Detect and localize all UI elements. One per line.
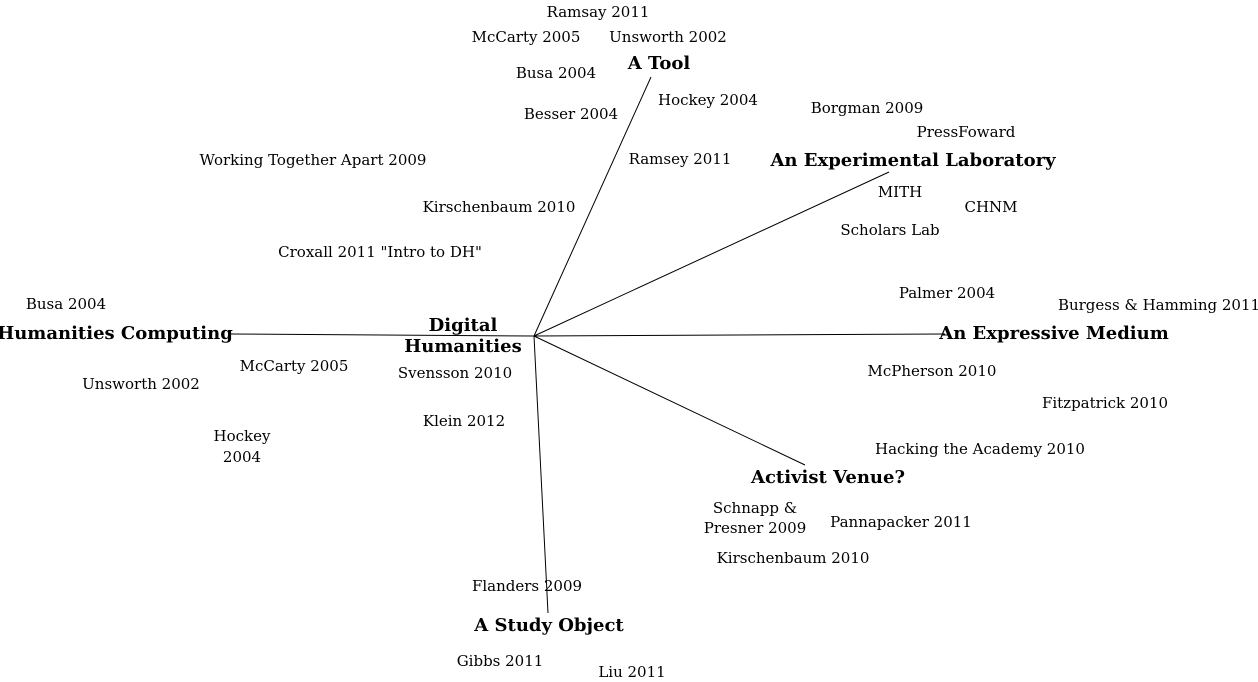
- citation-label: Hockey: [213, 426, 271, 445]
- spoke-computing: [229, 333, 535, 337]
- citation-label: Ramsey 2011: [628, 149, 732, 168]
- category-lab: An Experimental Laboratory: [770, 149, 1056, 171]
- citation-label: Pannapacker 2011: [830, 512, 972, 531]
- citation-label: McCarty 2005: [239, 356, 349, 375]
- citation-label: Kirschenbaum 2010: [422, 197, 576, 216]
- spoke-medium: [533, 333, 946, 337]
- citation-label: Klein 2012: [422, 411, 506, 430]
- citation-label: Busa 2004: [25, 294, 107, 313]
- citation-label: Working Together Apart 2009: [199, 150, 427, 169]
- citation-label: CHNM: [964, 197, 1018, 216]
- category-activist: Activist Venue?: [750, 466, 906, 488]
- citation-label: Unsworth 2002: [82, 374, 200, 393]
- spoke-lab: [533, 171, 890, 337]
- citation-label: PressFoward: [916, 122, 1016, 141]
- citation-label: Fitzpatrick 2010: [1041, 393, 1169, 412]
- citation-label: Svensson 2010: [397, 363, 513, 382]
- citation-label: Scholars Lab: [840, 220, 940, 239]
- citation-label: Schnapp & Presner 2009: [703, 498, 807, 537]
- citation-label: Flanders 2009: [471, 576, 583, 595]
- citation-label: MITH: [877, 182, 923, 201]
- spoke-study: [533, 335, 549, 614]
- citation-label: Liu 2011: [598, 662, 666, 681]
- center-label-line2: Humanities: [404, 335, 522, 357]
- citation-label: Ramsay 2011: [546, 2, 650, 21]
- citation-label: Kirschenbaum 2010: [716, 548, 870, 567]
- category-tool: A Tool: [627, 52, 691, 74]
- spoke-activist: [533, 335, 806, 466]
- spoke-tool: [533, 76, 652, 337]
- citation-label: Burgess & Hamming 2011: [1057, 295, 1258, 314]
- category-computing: Humanities Computing: [0, 322, 233, 344]
- citation-label: Palmer 2004: [898, 283, 996, 302]
- citation-label: Besser 2004: [523, 104, 619, 123]
- citation-label: Busa 2004: [515, 63, 597, 82]
- citation-label: Borgman 2009: [810, 98, 924, 117]
- citation-label: Hockey 2004: [658, 90, 758, 109]
- citation-label: Gibbs 2011: [456, 651, 544, 670]
- category-study: A Study Object: [474, 614, 624, 636]
- category-medium: An Expressive Medium: [939, 322, 1169, 344]
- citation-label: Hacking the Academy 2010: [875, 439, 1085, 458]
- citation-label: Croxall 2011 "Intro to DH": [278, 242, 482, 261]
- citation-label: McPherson 2010: [867, 361, 997, 380]
- citation-label: McCarty 2005: [471, 27, 581, 46]
- citation-label: Unsworth 2002: [609, 27, 727, 46]
- citation-label: 2004: [222, 447, 262, 466]
- center-label-line1: Digital: [428, 314, 498, 336]
